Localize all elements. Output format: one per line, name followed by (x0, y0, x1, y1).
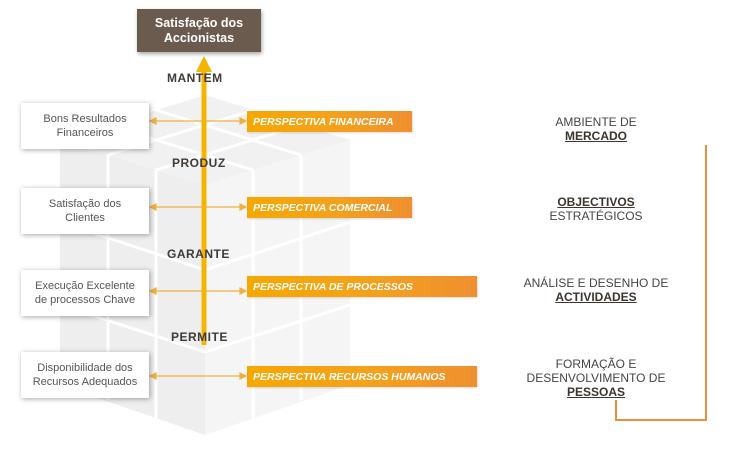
shareholder-satisfaction-box: Satisfação dos Accionistas (137, 9, 261, 52)
label-ambiente-mercado: AMBIENTE DE MERCADO (496, 115, 696, 143)
connector-arrows (148, 117, 248, 380)
verb-garante: GARANTE (167, 247, 230, 261)
label-text-bold: ACTIVIDADES (555, 290, 637, 304)
box-line: Satisfação dos (48, 198, 122, 210)
top-box-line2: Accionistas (163, 30, 235, 45)
box-line: Clientes (65, 212, 105, 224)
label-text: ANÁLISE E DESENHO DE (523, 276, 669, 290)
label-text: DESENVOLVIMENTO DE (526, 371, 666, 385)
verb-mantem: MANTEM (167, 71, 223, 85)
box-line: Recursos Adequados (32, 376, 138, 388)
label-objectivos-estrategicos: OBJECTIVOS ESTRATÉGICOS (496, 195, 696, 223)
box-line: Disponibilidade dos (37, 362, 133, 374)
label-text: ESTRATÉGICOS (549, 209, 643, 223)
label-text-bold: PESSOAS (566, 385, 626, 399)
perspective-recursos-humanos: PERSPECTIVA RECURSOS HUMANOS (247, 366, 477, 387)
box-line: Execução Excelente (35, 280, 135, 292)
box-execucao-processos: Execução Excelente de processos Chave (21, 270, 149, 316)
perspective-comercial: PERSPECTIVA COMERCIAL (247, 197, 412, 218)
perspective-financeira: PERSPECTIVA FINANCEIRA (247, 111, 412, 132)
label-text: FORMAÇÃO E (555, 357, 637, 371)
label-analise-actividades: ANÁLISE E DESENHO DE ACTIVIDADES (496, 276, 696, 304)
box-line: Financeiros (56, 127, 114, 139)
verb-permite: PERMITE (171, 330, 228, 344)
label-text: AMBIENTE DE (555, 115, 637, 129)
perspective-processos: PERSPECTIVA DE PROCESSOS (247, 276, 477, 297)
verb-produz: PRODUZ (172, 156, 226, 170)
top-box-line1: Satisfação dos (154, 15, 244, 30)
box-line: Bons Resultados (43, 113, 127, 125)
right-bracket (615, 145, 707, 421)
label-text-bold: MERCADO (565, 129, 627, 143)
box-line: de processos Chave (34, 294, 136, 306)
label-text-bold: OBJECTIVOS (557, 195, 635, 209)
label-formacao-pessoas: FORMAÇÃO E DESENVOLVIMENTO DE PESSOAS (496, 357, 696, 399)
